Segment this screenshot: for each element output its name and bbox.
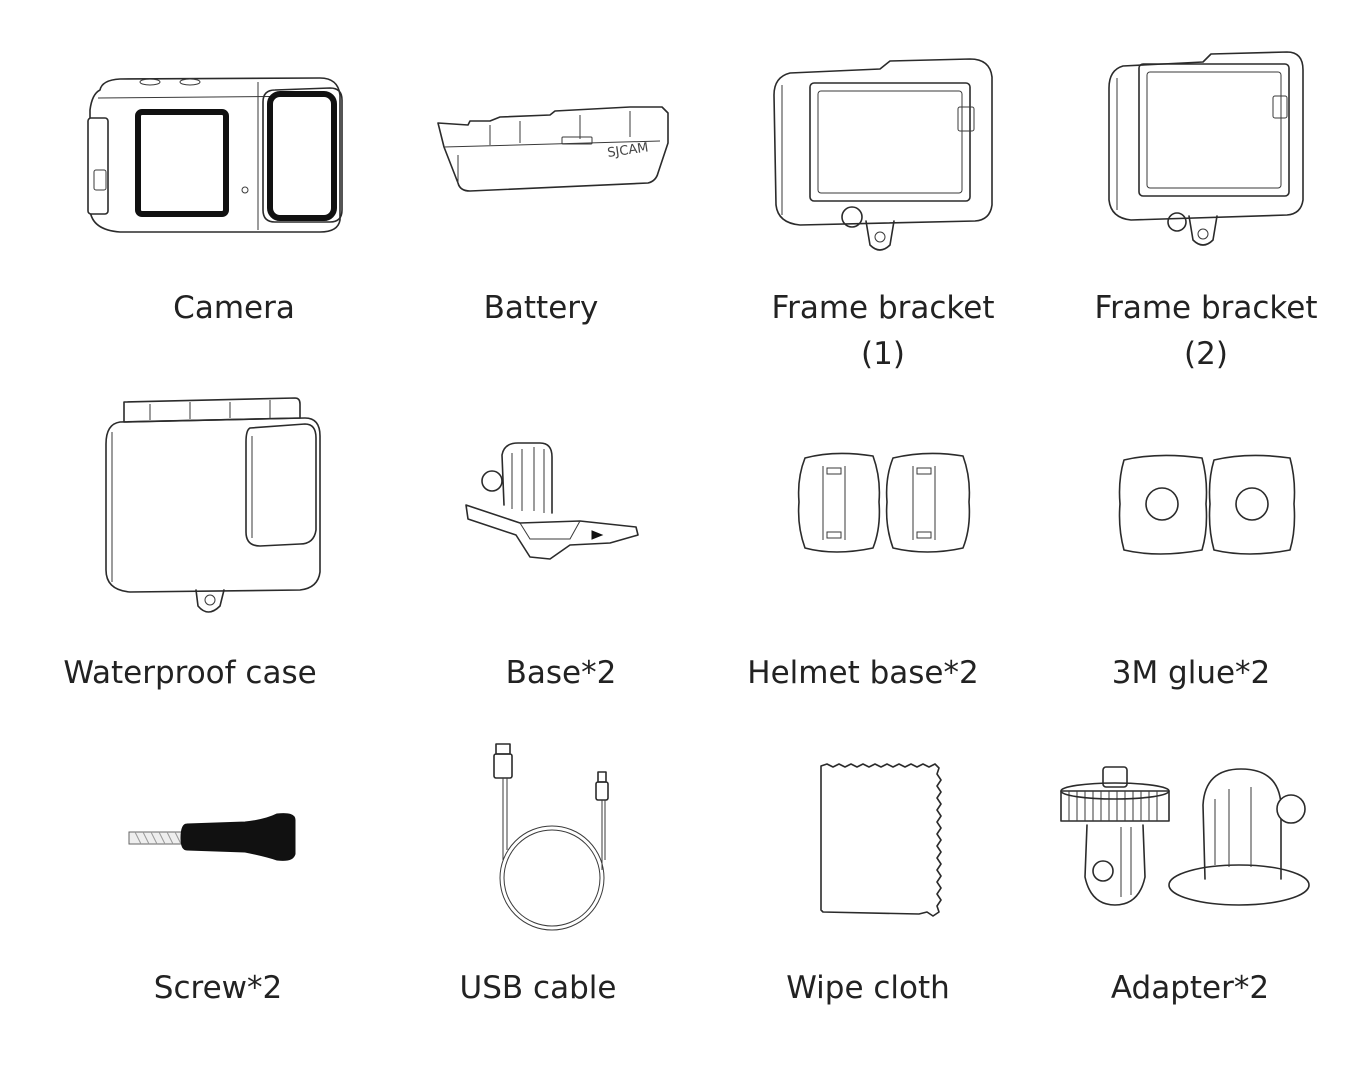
adapter-label: Adapter*2 bbox=[1110, 970, 1270, 1006]
screw-label: Screw*2 bbox=[153, 970, 283, 1006]
battery-illustration: SJCAM bbox=[430, 95, 675, 205]
wipe-cloth-label: Wipe cloth bbox=[786, 970, 950, 1006]
waterproof-case-illustration bbox=[100, 392, 325, 622]
battery-label: Battery bbox=[483, 290, 599, 326]
helmet-base-label: Helmet base*2 bbox=[747, 655, 979, 691]
base-illustration bbox=[460, 435, 640, 565]
usb-cable-label: USB cable bbox=[459, 970, 617, 1006]
wipe-cloth-illustration bbox=[815, 760, 950, 920]
frame-bracket-1-label: Frame bracket (1) bbox=[771, 290, 995, 372]
adapter-illustration bbox=[1055, 765, 1310, 910]
glue-illustration bbox=[1118, 450, 1296, 560]
usb-cable-illustration bbox=[490, 740, 615, 935]
glue-label: 3M glue*2 bbox=[1111, 655, 1271, 691]
battery-logo: SJCAM bbox=[606, 140, 649, 161]
camera-illustration bbox=[80, 70, 350, 240]
base-label: Base*2 bbox=[505, 655, 617, 691]
helmet-base-illustration bbox=[795, 448, 975, 558]
waterproof-case-label: Waterproof case bbox=[63, 655, 317, 691]
frame-bracket-2-label: Frame bracket (2) bbox=[1094, 290, 1318, 372]
screw-illustration bbox=[125, 810, 300, 865]
frame-bracket-1-illustration bbox=[770, 55, 995, 260]
frame-bracket-2-illustration bbox=[1105, 50, 1305, 255]
camera-label: Camera bbox=[173, 290, 295, 326]
